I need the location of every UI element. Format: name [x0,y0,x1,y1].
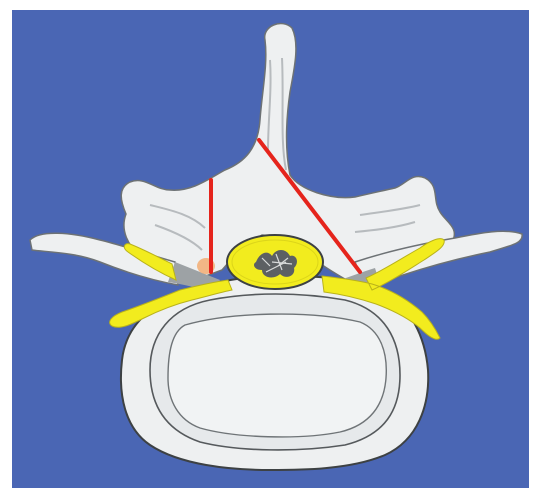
vertebral-body-endplate [168,314,386,437]
